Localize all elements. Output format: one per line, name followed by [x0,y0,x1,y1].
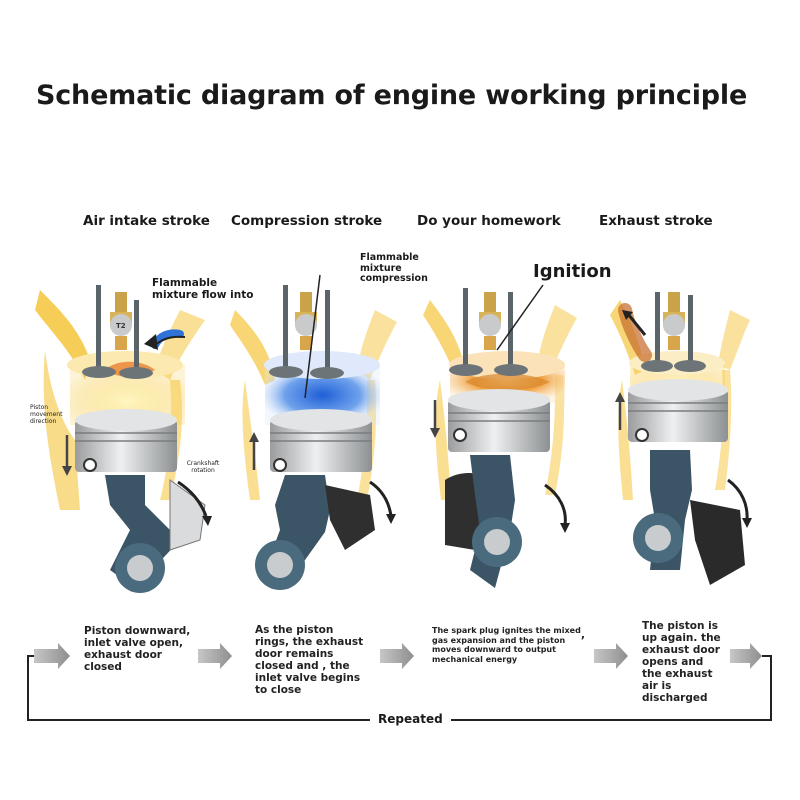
stroke-label-power: Do your homework [417,213,561,229]
stray-comma: , [581,629,585,641]
annotation-flammable-flow: Flammable mixture flow into [152,277,254,301]
flow-arrow-1 [34,643,70,669]
stroke-label-exhaust: Exhaust stroke [599,213,713,229]
flow-arrow-5 [730,643,762,669]
repeat-loop-line [27,655,772,721]
engine-power-illustration [423,284,577,588]
description-compression: As the piston rings, the exhaust door re… [255,624,364,696]
spark-plug-label: T2 [116,322,126,330]
flow-arrow-2 [198,643,232,669]
engine-intake-illustration: T2 [35,285,212,593]
description-exhaust: The piston is up again. the exhaust door… [642,620,721,704]
stroke-label-intake: Air intake stroke [83,213,210,229]
repeated-label: Repeated [370,712,451,726]
piston-direction-label: Piston movement direction [30,404,63,425]
engine-compression-illustration [230,274,397,590]
stroke-label-compression: Compression stroke [231,213,383,229]
flow-arrow-4 [594,643,628,669]
description-intake: Piston downward, inlet valve open, exhau… [84,625,191,673]
annotation-flammable-compression: Flammable mixture compression [360,252,428,284]
description-power: The spark plug ignites the mixed gas exp… [432,626,581,664]
flow-arrow-3 [380,643,414,669]
engine-exhaust-illustration [610,292,752,585]
crankshaft-rotation-label: Crankshaft rotation [186,460,220,474]
page-title: Schematic diagram of engine working prin… [36,80,748,111]
annotation-ignition: Ignition [533,261,612,282]
